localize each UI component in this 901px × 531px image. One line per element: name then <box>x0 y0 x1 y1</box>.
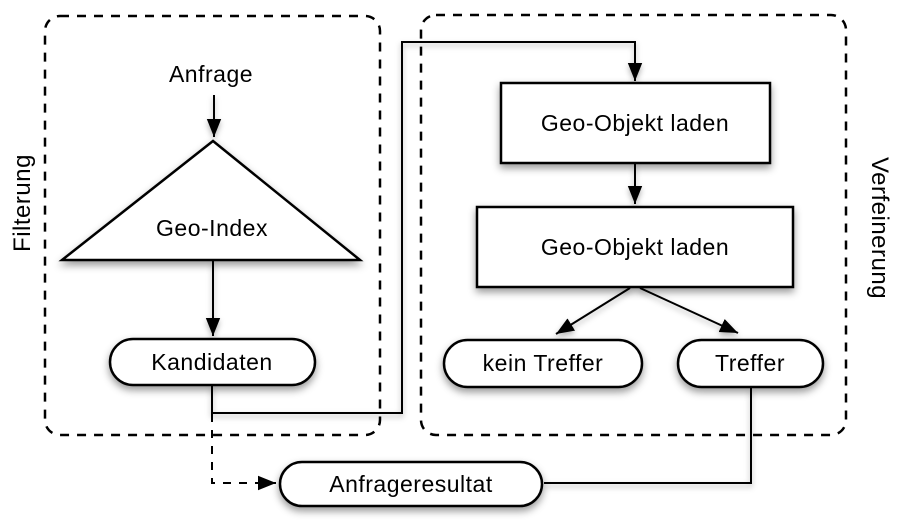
filtering-section-label: Filterung <box>9 154 36 252</box>
treffer-node <box>676 338 825 389</box>
geo-index-triangle <box>58 139 364 262</box>
kandidaten-label: Kandidaten <box>151 349 272 375</box>
kein-treffer-node <box>442 338 644 389</box>
geo-objekt-laden-1-node <box>499 81 772 165</box>
refinement-section-label: Verfeinerung <box>866 157 893 299</box>
kandidaten-node <box>108 337 317 387</box>
geo-objekt-laden-2-node <box>475 205 795 289</box>
load2-to-kein-treffer-arrow <box>555 287 631 335</box>
filtering-section-box <box>43 14 382 437</box>
treffer-to-result-connector <box>544 388 752 484</box>
load2-to-treffer-arrow <box>639 287 739 334</box>
treffer-label: Treffer <box>715 350 785 376</box>
geo-objekt-laden-1-label: Geo-Objekt laden <box>541 110 729 136</box>
anfrageresultat-label: Anfrageresultat <box>329 471 493 497</box>
geo-index-label: Geo-Index <box>156 215 268 241</box>
kandidaten-to-result-dashed-arrow <box>211 414 276 491</box>
kein-treffer-label: kein Treffer <box>483 350 604 376</box>
anfrageresultat-node <box>278 460 544 508</box>
geo-objekt-laden-2-label: Geo-Objekt laden <box>541 234 729 260</box>
kandidaten-to-load-connector <box>211 41 643 414</box>
refinement-section-box <box>419 13 848 437</box>
anfrage-label: Anfrage <box>169 61 253 87</box>
